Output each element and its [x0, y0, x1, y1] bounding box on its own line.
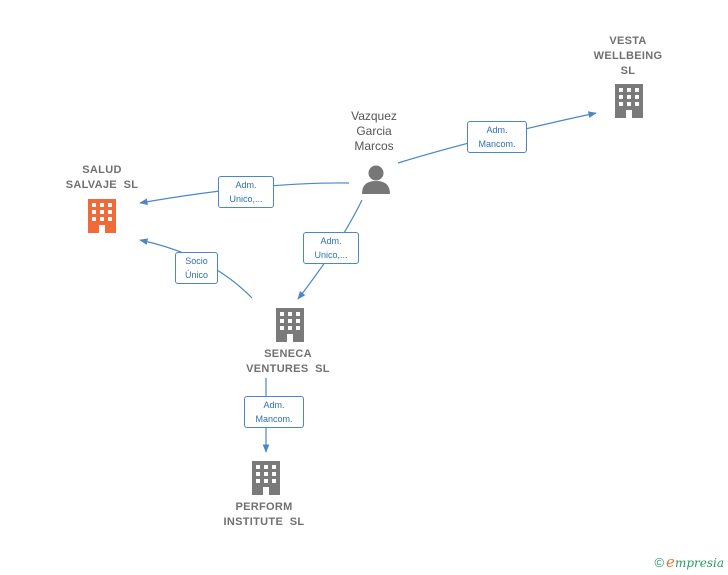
edge-label-line2: Unico,...: [229, 194, 263, 204]
edge-label-vazquez-salud[interactable]: Adm. Unico,...: [218, 176, 274, 208]
edge-label-line1: Adm.: [486, 125, 508, 135]
perform-building-icon[interactable]: [252, 461, 280, 495]
brand-footer: ©empresia: [654, 553, 724, 571]
edge-label-line2: Mancom.: [255, 414, 293, 424]
vazquez-person-icon[interactable]: [362, 165, 390, 195]
vesta-building-icon[interactable]: [615, 84, 643, 118]
brand-logo-initial: e: [666, 553, 675, 571]
salud-building-icon[interactable]: [88, 199, 116, 233]
edge-label-seneca-salud[interactable]: Socio Único: [175, 252, 218, 284]
node-label-vesta[interactable]: VESTA WELLBEING SL: [593, 35, 663, 77]
edge-label-line1: Socio: [185, 256, 208, 266]
edge-label-line1: Adm.: [235, 180, 257, 190]
seneca-building-icon[interactable]: [276, 308, 304, 342]
node-label-seneca[interactable]: SENECA VENTURES SL: [246, 348, 330, 375]
edge-label-vazquez-vesta[interactable]: Adm. Mancom.: [467, 121, 527, 153]
node-label-vazquez[interactable]: Vazquez Garcia Marcos: [351, 109, 397, 153]
edge-label-line2: Mancom.: [478, 139, 516, 149]
edge-label-line2: Único: [184, 270, 208, 280]
edge-label-line1: Adm.: [263, 400, 285, 410]
edge-label-line1: Adm.: [320, 236, 342, 246]
brand-logo-text: mpresia: [674, 556, 724, 570]
edge-label-line2: Unico,...: [314, 250, 348, 260]
copyright-icon: ©: [654, 555, 665, 570]
node-label-perform[interactable]: PERFORM INSTITUTE SL: [223, 501, 305, 528]
edge-label-seneca-perform[interactable]: Adm. Mancom.: [244, 396, 304, 428]
node-label-salud[interactable]: SALUD SALVAJE SL: [65, 164, 139, 191]
edge-label-vazquez-seneca[interactable]: Adm. Unico,...: [303, 232, 359, 264]
